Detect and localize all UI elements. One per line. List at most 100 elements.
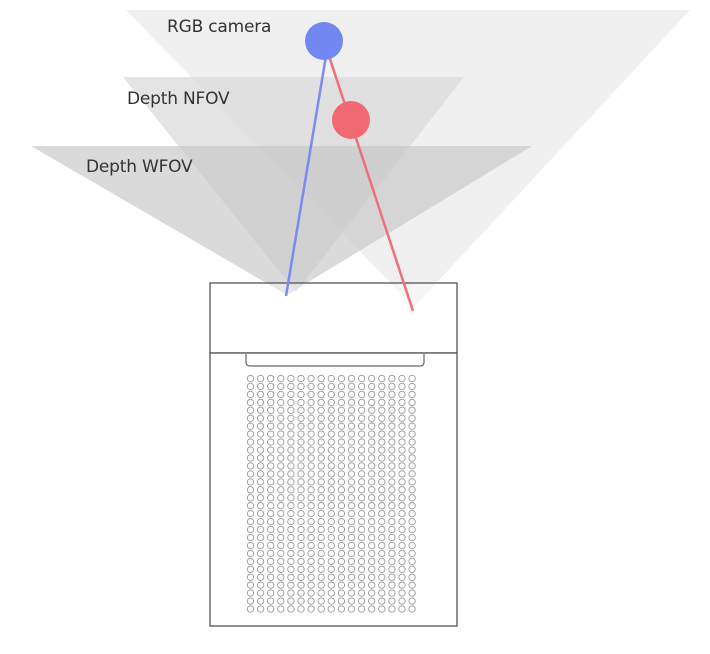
grille-hole	[398, 557, 406, 566]
grille-hole	[378, 517, 386, 526]
grille-hole	[317, 589, 325, 597]
grille-hole	[368, 525, 376, 534]
grille-hole	[307, 525, 315, 534]
grille-hole	[287, 398, 295, 407]
grille-hole	[408, 581, 416, 589]
grille-hole	[246, 565, 255, 573]
grille-hole	[267, 533, 275, 542]
grille-hole	[408, 573, 416, 581]
grille-hole	[408, 557, 416, 566]
grille-hole	[408, 470, 416, 478]
grille-hole	[368, 470, 376, 478]
grille-hole	[297, 597, 305, 605]
grille-hole	[357, 486, 366, 494]
grille-hole	[368, 382, 376, 391]
grille-hole	[388, 454, 396, 462]
grille-hole	[378, 597, 386, 605]
grille-hole	[337, 581, 346, 589]
grille-hole	[267, 565, 275, 573]
grille-hole	[317, 533, 325, 542]
grille-hole	[327, 390, 335, 399]
grille-hole	[287, 549, 295, 558]
grille-hole	[337, 454, 346, 462]
grille-hole	[327, 605, 335, 613]
grille-hole	[347, 382, 356, 391]
grille-hole	[317, 486, 325, 494]
grille-hole	[307, 541, 315, 550]
grille-hole	[408, 414, 416, 422]
grille-hole	[297, 430, 305, 438]
grille-hole	[357, 406, 366, 414]
grille-hole	[398, 382, 406, 391]
grille-hole	[357, 605, 366, 613]
grille-hole	[277, 374, 285, 383]
grille-hole	[317, 509, 325, 518]
grille-hole	[317, 454, 325, 462]
grille-hole	[327, 478, 335, 486]
grille-hole	[398, 533, 406, 542]
grille-hole	[357, 430, 366, 438]
grille-hole	[337, 605, 346, 613]
grille-hole	[327, 470, 335, 478]
grille-hole	[378, 446, 386, 454]
grille-hole	[327, 374, 335, 383]
grille-hole	[317, 398, 325, 407]
grille-hole	[287, 509, 295, 518]
grille-hole	[267, 406, 275, 414]
grille-hole	[246, 390, 255, 399]
grille-hole	[378, 502, 386, 510]
grille-hole	[256, 557, 265, 566]
grille-hole	[307, 446, 315, 454]
grille-hole	[256, 398, 265, 407]
grille-hole	[277, 525, 285, 534]
grille-hole	[327, 597, 335, 605]
grille-hole	[246, 374, 255, 383]
grille-hole	[337, 541, 346, 550]
grille-hole	[357, 573, 366, 581]
grille-hole	[317, 446, 325, 454]
grille-hole	[368, 398, 376, 407]
grille-hole	[398, 398, 406, 407]
grille-hole	[297, 541, 305, 550]
grille-hole	[246, 557, 255, 566]
grille-hole	[267, 398, 275, 407]
grille-hole	[337, 470, 346, 478]
grille-hole	[317, 462, 325, 470]
grille-hole	[297, 406, 305, 414]
grille-hole	[368, 541, 376, 550]
grille-hole	[307, 557, 315, 566]
grille-hole	[357, 557, 366, 566]
grille-hole	[317, 430, 325, 438]
grille-hole	[317, 422, 325, 430]
grille-hole	[267, 597, 275, 605]
grille-hole	[267, 414, 275, 422]
grille-hole	[337, 422, 346, 430]
grille-hole	[398, 446, 406, 454]
grille-hole	[267, 478, 275, 486]
grille-hole	[408, 478, 416, 486]
grille-hole	[256, 573, 265, 581]
grille-hole	[347, 470, 356, 478]
grille-hole	[327, 454, 335, 462]
grille-hole	[337, 382, 346, 391]
grille-hole	[378, 549, 386, 558]
speaker-grille	[246, 374, 416, 613]
grille-hole	[307, 502, 315, 510]
grille-hole	[297, 390, 305, 399]
grille-hole	[378, 398, 386, 407]
grille-hole	[246, 494, 255, 502]
grille-hole	[357, 398, 366, 407]
grille-hole	[287, 414, 295, 422]
grille-hole	[398, 597, 406, 605]
grille-hole	[368, 406, 376, 414]
grille-hole	[246, 605, 255, 613]
grille-hole	[388, 549, 396, 558]
grille-hole	[246, 517, 255, 526]
grille-hole	[267, 502, 275, 510]
grille-hole	[347, 517, 356, 526]
grille-hole	[378, 422, 386, 430]
grille-hole	[277, 597, 285, 605]
grille-hole	[246, 589, 255, 597]
grille-hole	[277, 430, 285, 438]
grille-hole	[398, 494, 406, 502]
